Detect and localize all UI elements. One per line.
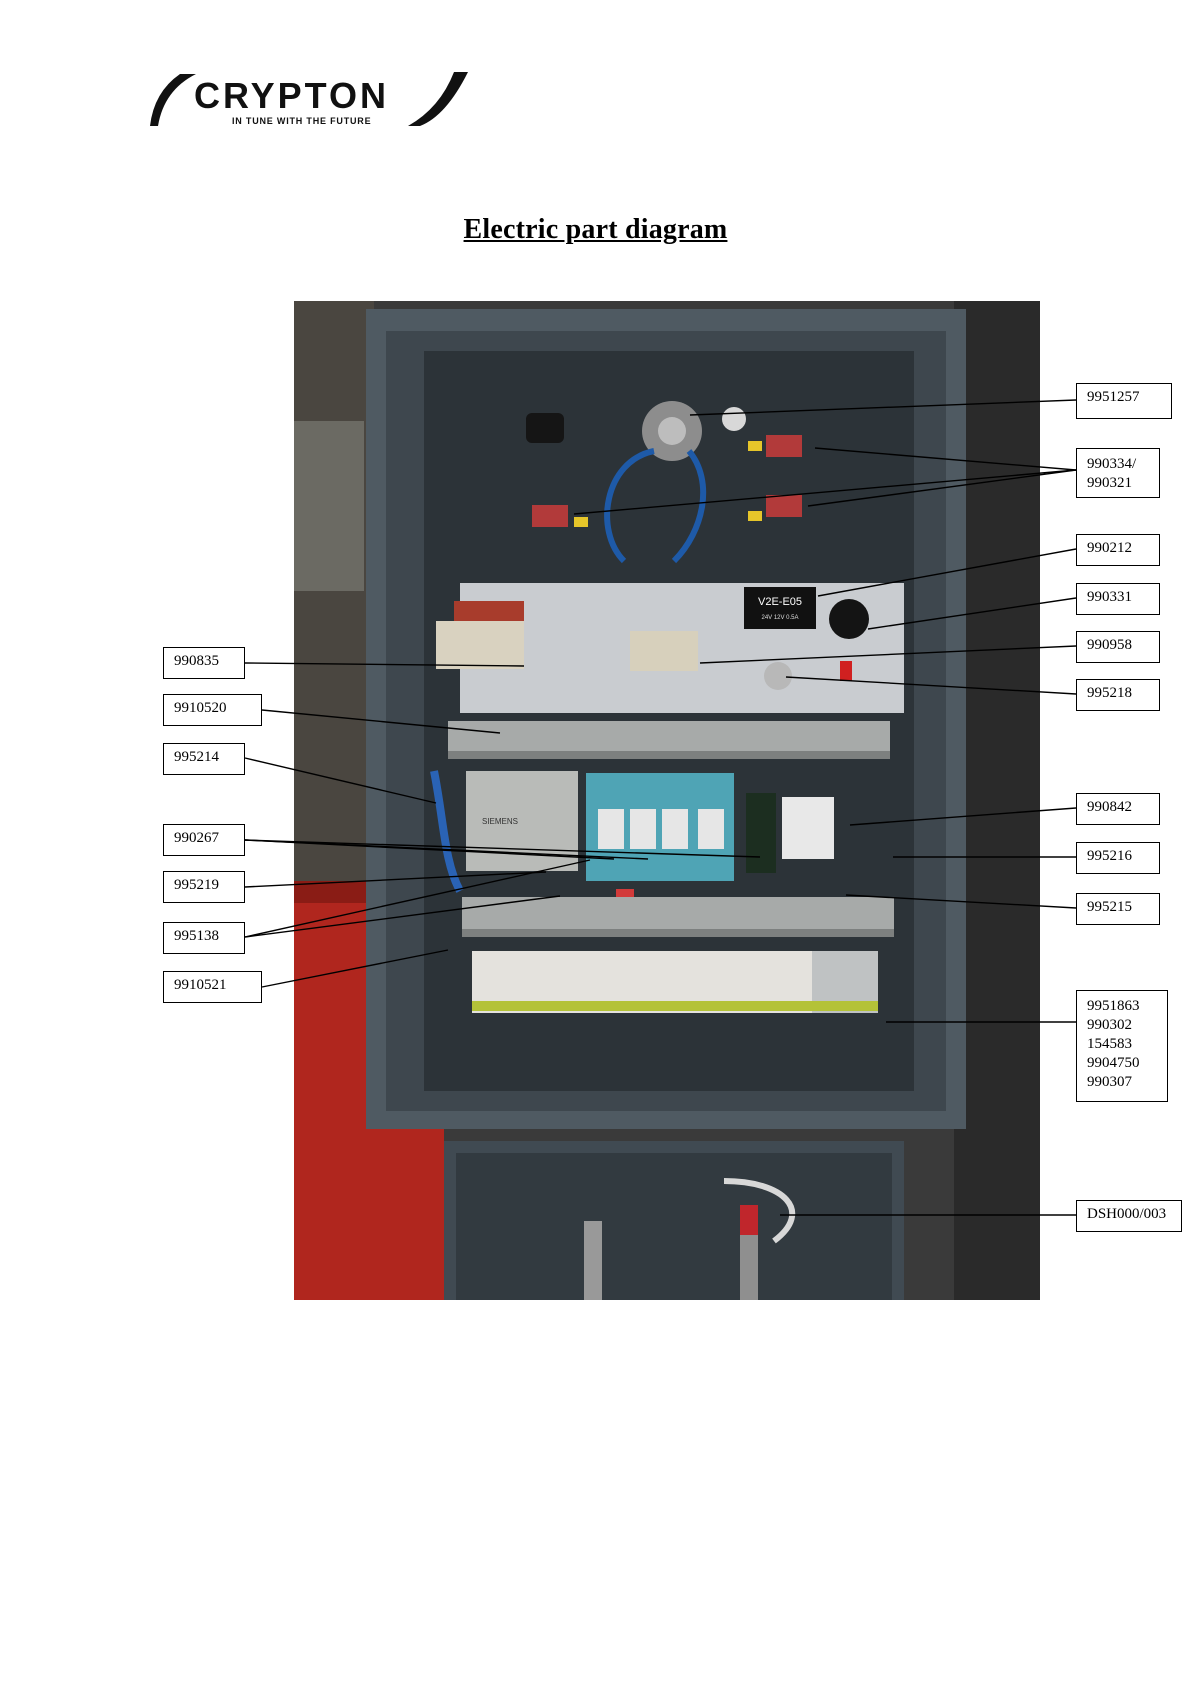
- callout-990267: 990267: [163, 824, 245, 856]
- brand-tagline: IN TUNE WITH THE FUTURE: [232, 116, 371, 126]
- callout-990212: 990212: [1076, 534, 1160, 566]
- callout-995219: 995219: [163, 871, 245, 903]
- callout-995138: 995138: [163, 922, 245, 954]
- callout-990958: 990958: [1076, 631, 1160, 663]
- callout-9910520: 9910520: [163, 694, 262, 726]
- callout-990835: 990835: [163, 647, 245, 679]
- callout-9951257: 9951257: [1076, 383, 1172, 419]
- plc-label: SIEMENS: [482, 817, 518, 826]
- cabinet-photo: V2E-E05 24V 12V 0.5A SIEMENS: [294, 301, 1040, 1300]
- callout-dsh000-003: DSH000/003: [1076, 1200, 1182, 1232]
- crypton-logo: CRYPTON IN TUNE WITH THE FUTURE: [150, 68, 470, 130]
- callout-990331: 990331: [1076, 583, 1160, 615]
- callout-995216: 995216: [1076, 842, 1160, 874]
- callout-995215: 995215: [1076, 893, 1160, 925]
- relay-label: V2E-E05: [758, 596, 802, 608]
- callout-995214: 995214: [163, 743, 245, 775]
- callout-9910521: 9910521: [163, 971, 262, 1003]
- page-title: Electric part diagram: [0, 214, 1191, 246]
- relay-sub: 24V 12V 0.5A: [761, 615, 798, 621]
- brand-text: CRYPTON: [194, 75, 389, 116]
- callout-995218: 995218: [1076, 679, 1160, 711]
- callout-990334-990321: 990334/ 990321: [1076, 448, 1160, 498]
- callout-9951863-group: 9951863 990302 154583 9904750 990307: [1076, 990, 1168, 1102]
- callout-990842: 990842: [1076, 793, 1160, 825]
